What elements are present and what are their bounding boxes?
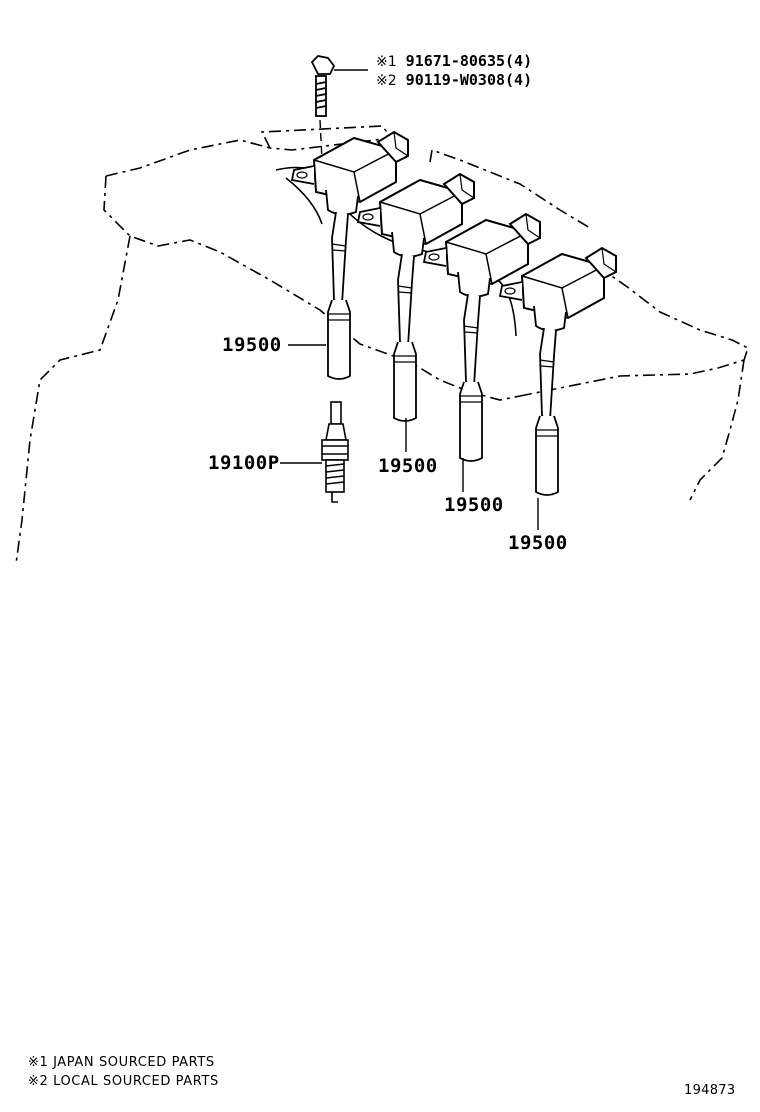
callout-spark-plug: 19100P (208, 452, 280, 474)
ignition-coil-4 (499, 247, 617, 496)
callout-coil-1: 19500 (222, 334, 282, 356)
bolt-note-2-mark: ※2 (376, 73, 397, 89)
legend-japan-sourced: ※1 JAPAN SOURCED PARTS (28, 1055, 215, 1070)
legend-local-sourced: ※2 LOCAL SOURCED PARTS (28, 1074, 219, 1089)
engine-head-outline (15, 125, 749, 565)
callout-coil-4: 19500 (508, 532, 568, 554)
ignition-coil-1 (291, 131, 409, 380)
callout-coil-3: 19500 (444, 494, 504, 516)
bolt-note-1-mark: ※1 (376, 54, 397, 70)
spark-plug (321, 401, 349, 503)
bolt-note-2: ※2 90119-W0308(4) (376, 71, 532, 89)
bolt-note-2-part: 90119-W0308(4) (405, 71, 533, 89)
leader-lines (280, 344, 539, 530)
bolt-note-1-part: 91671-80635(4) (405, 52, 533, 70)
ignition-coil-2 (357, 173, 475, 422)
mounting-bolt (310, 55, 336, 117)
callout-coil-2: 19500 (378, 455, 438, 477)
bolt-note-1: ※1 91671-80635(4) (376, 52, 532, 70)
figure-id: 194873 (684, 1083, 736, 1098)
ignition-coil-3 (423, 213, 541, 462)
